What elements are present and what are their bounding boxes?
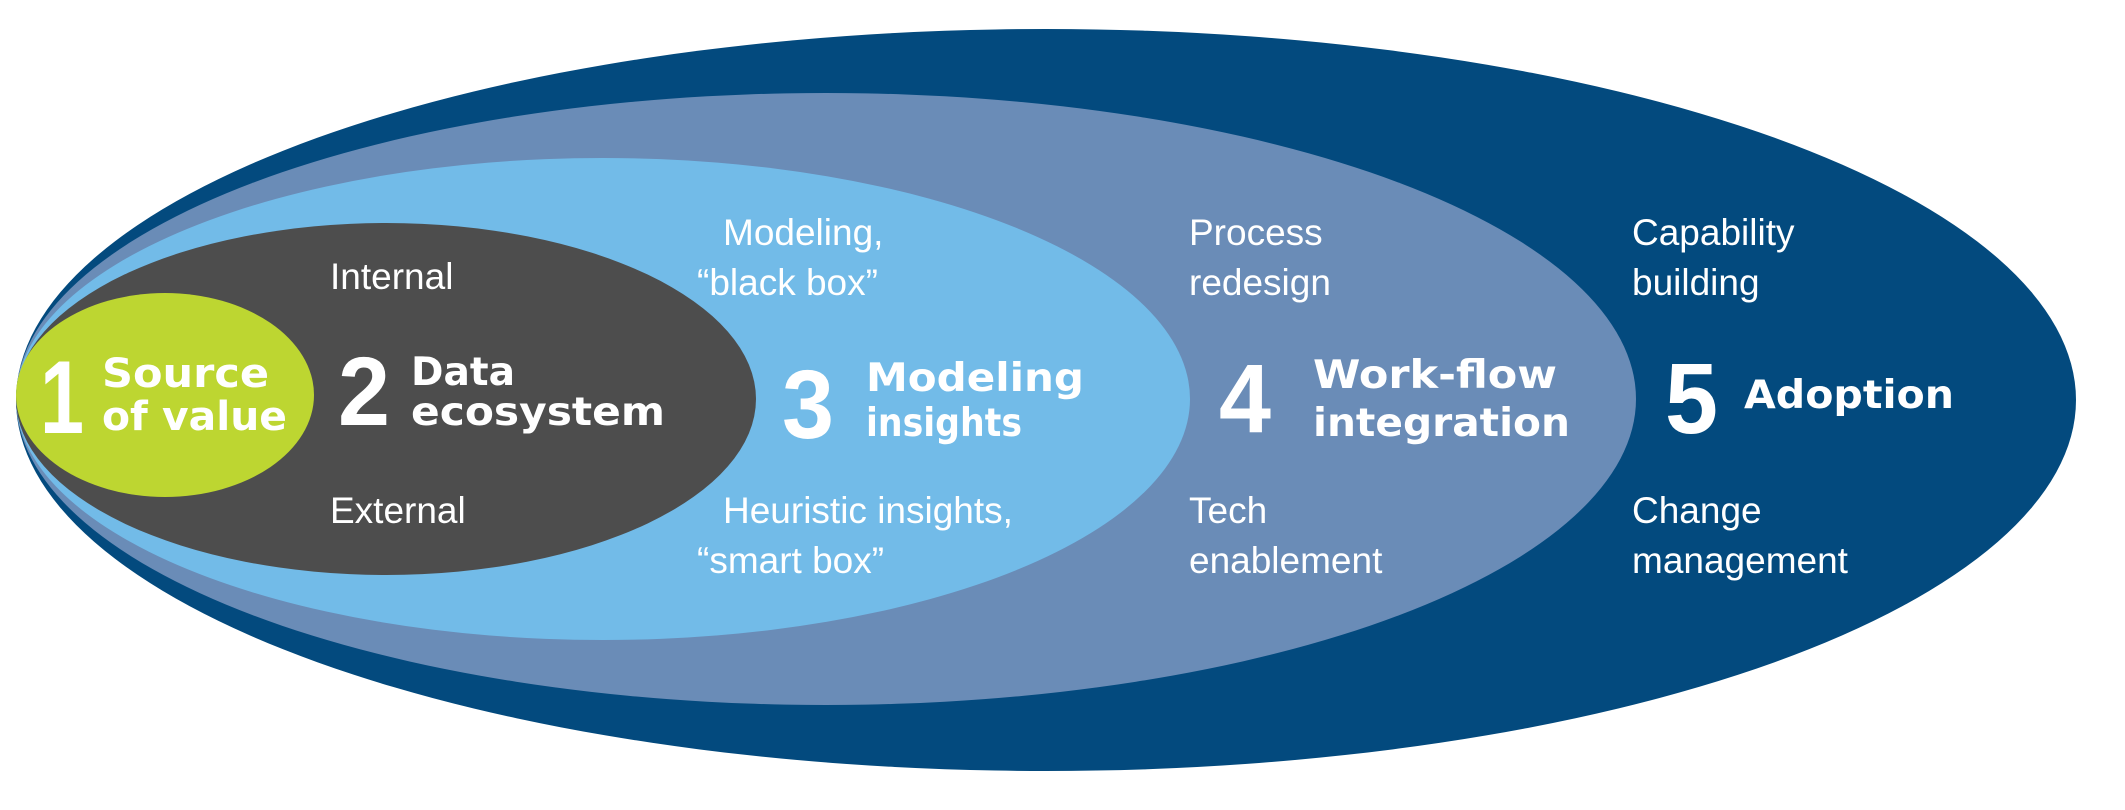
- layer-1-number: 1: [40, 340, 84, 456]
- layer-1-title-line-1: Source: [102, 351, 269, 397]
- layer-3-top-note-line-2: “black box”: [697, 262, 878, 303]
- layer-5-top-note-line-1: Capability: [1632, 212, 1795, 253]
- layer-4-top-note-line-2: redesign: [1189, 262, 1331, 303]
- layer-3-title-line-2: insights: [866, 401, 1022, 446]
- layer-5-label: Capability building 5 Adoption Change ma…: [1632, 212, 1954, 581]
- layer-3-number: 3: [782, 350, 834, 459]
- layer-3-bottom-note-line-2: “smart box”: [697, 540, 884, 581]
- layer-5-title: Adoption: [1744, 373, 1954, 418]
- layer-1-title-line-2: of value: [102, 394, 287, 440]
- layer-3-top-note-line-1: Modeling,: [723, 212, 883, 253]
- layer-3-bottom-note-line-1: Heuristic insights,: [723, 490, 1013, 531]
- layer-2-title-line-1: Data: [411, 350, 515, 395]
- layer-3-label: Modeling, “black box” 3 Modeling insight…: [697, 212, 1084, 581]
- layer-2-label: Internal 2 Data ecosystem External: [330, 256, 665, 531]
- layer-4-bottom-note-line-2: enablement: [1189, 540, 1383, 581]
- layer-1-source-ellipse: [16, 293, 314, 497]
- layer-5-bottom-note-line-1: Change: [1632, 490, 1762, 531]
- layer-5-number: 5: [1665, 343, 1718, 455]
- layer-4-bottom-note-line-1: Tech: [1189, 490, 1267, 531]
- layer-1-label: 1 Source of value: [40, 340, 287, 456]
- layer-4-title-line-1: Work-flow: [1313, 353, 1557, 398]
- layer-4-label: Process redesign 4 Work-flow integration…: [1189, 212, 1570, 581]
- layer-3-title-line-1: Modeling: [866, 356, 1084, 401]
- layer-4-top-note-line-1: Process: [1189, 212, 1323, 253]
- layer-4-title-line-2: integration: [1313, 401, 1570, 446]
- layer-2-bottom-note: External: [330, 490, 466, 531]
- layer-4-number: 4: [1219, 344, 1271, 453]
- layer-2-top-note: Internal: [330, 256, 453, 297]
- layer-5-top-note-line-2: building: [1632, 262, 1760, 303]
- layer-2-title-line-2: ecosystem: [411, 390, 665, 435]
- layer-5-bottom-note-line-2: management: [1632, 540, 1849, 581]
- layer-2-number: 2: [338, 337, 390, 446]
